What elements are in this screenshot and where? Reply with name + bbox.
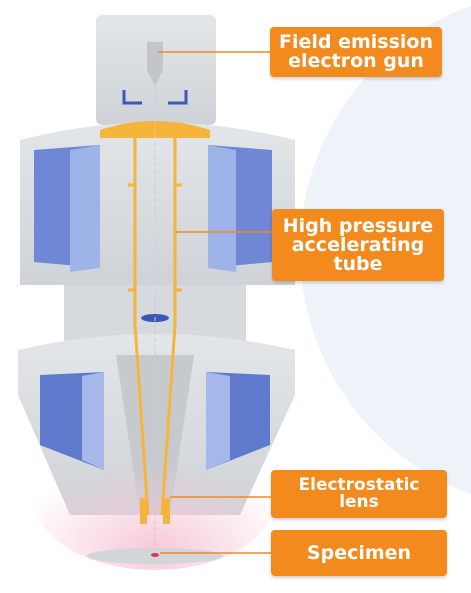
label-tube-line-3: tube bbox=[333, 252, 383, 275]
label-specimen: Specimen bbox=[271, 530, 447, 576]
emitter-tip bbox=[147, 42, 163, 86]
label-gun-line-1: Field emission bbox=[278, 31, 433, 53]
label-specimen-text: Specimen bbox=[306, 541, 412, 564]
label-lens-line-2: lens bbox=[339, 492, 379, 512]
extractor-left bbox=[122, 90, 142, 105]
label-electrostatic-lens: Electrostatic lens bbox=[271, 470, 447, 518]
label-field-emission-gun: Field emission electron gun bbox=[270, 27, 442, 77]
label-accelerating-tube: High pressure accelerating tube bbox=[272, 209, 444, 281]
extractor-right bbox=[168, 90, 188, 105]
label-tube-line-2: accelerating bbox=[291, 233, 425, 256]
upper-coil-right-face bbox=[208, 145, 236, 272]
label-gun-line-2: electron gun bbox=[288, 50, 424, 72]
lens-electrode-left bbox=[140, 498, 147, 524]
label-lens-line-1: Electrostatic bbox=[298, 475, 420, 495]
label-tube-line-1: High pressure bbox=[282, 214, 434, 237]
upper-coil-left-face bbox=[70, 145, 100, 272]
tube-wall-left bbox=[133, 138, 150, 516]
lens-electrode-right bbox=[163, 498, 170, 524]
tube-wall-right bbox=[160, 138, 177, 516]
beam-spot bbox=[151, 553, 159, 557]
